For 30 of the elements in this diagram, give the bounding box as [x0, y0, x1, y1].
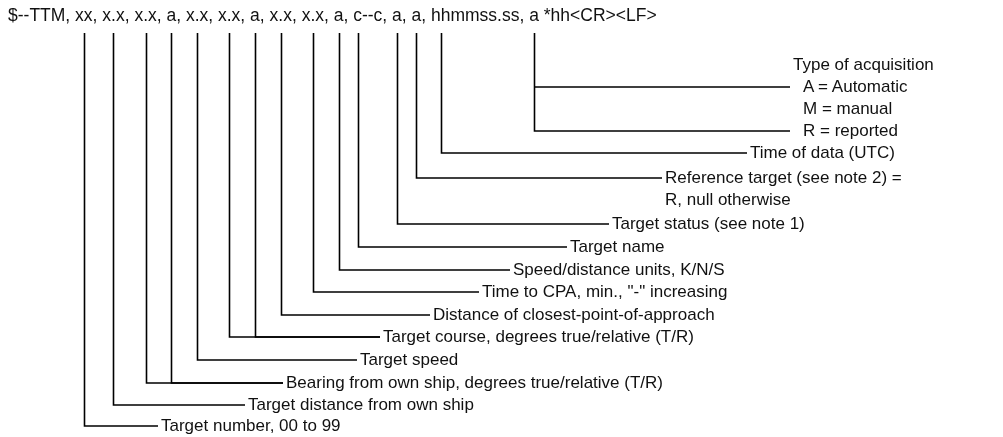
- leader-line: [196, 32, 358, 361]
- value-description: M = manual: [803, 98, 893, 120]
- field-description: Distance of closest-point-of-approach: [433, 304, 715, 326]
- field-description: Target course, degrees true/relative (T/R): [383, 326, 694, 348]
- leader-line: [83, 32, 159, 427]
- field-description: Reference target (see note 2) = R, null otherwise: [665, 167, 915, 211]
- field-description: Target number, 00 to 99: [161, 415, 341, 437]
- leader-line: [357, 32, 568, 248]
- leader-line: [312, 32, 480, 293]
- leader-line: [338, 32, 511, 271]
- leader-line: [280, 32, 431, 316]
- field-description: Time to CPA, min., "-" increasing: [482, 281, 728, 303]
- field-description: Type of acquisition: [793, 54, 934, 76]
- leader-line: [533, 32, 791, 132]
- leader-line: [170, 32, 284, 384]
- leader-line: [254, 32, 381, 338]
- leader-line: [440, 32, 748, 154]
- sentence-format: $--TTM, xx, x.x, x.x, a, x.x, x.x, a, x.x, x.x, a, c--c, a, a, hhmmss.ss, a *hh<CR><LF>: [8, 4, 657, 26]
- value-description: A = Automatic: [803, 76, 908, 98]
- field-description: Target speed: [360, 349, 459, 371]
- field-description: Target status (see note 1): [612, 213, 805, 235]
- leader-line: [112, 32, 246, 406]
- field-description: Speed/distance units, K/N/S: [513, 259, 725, 281]
- field-description: Target distance from own ship: [248, 394, 474, 416]
- leader-line: [396, 32, 610, 225]
- field-description: Time of data (UTC): [750, 142, 895, 164]
- value-description: R = reported: [803, 120, 898, 142]
- field-description: Bearing from own ship, degrees true/relative (T/R): [286, 372, 663, 394]
- leader-line: [415, 32, 663, 179]
- field-description: Target name: [570, 236, 665, 258]
